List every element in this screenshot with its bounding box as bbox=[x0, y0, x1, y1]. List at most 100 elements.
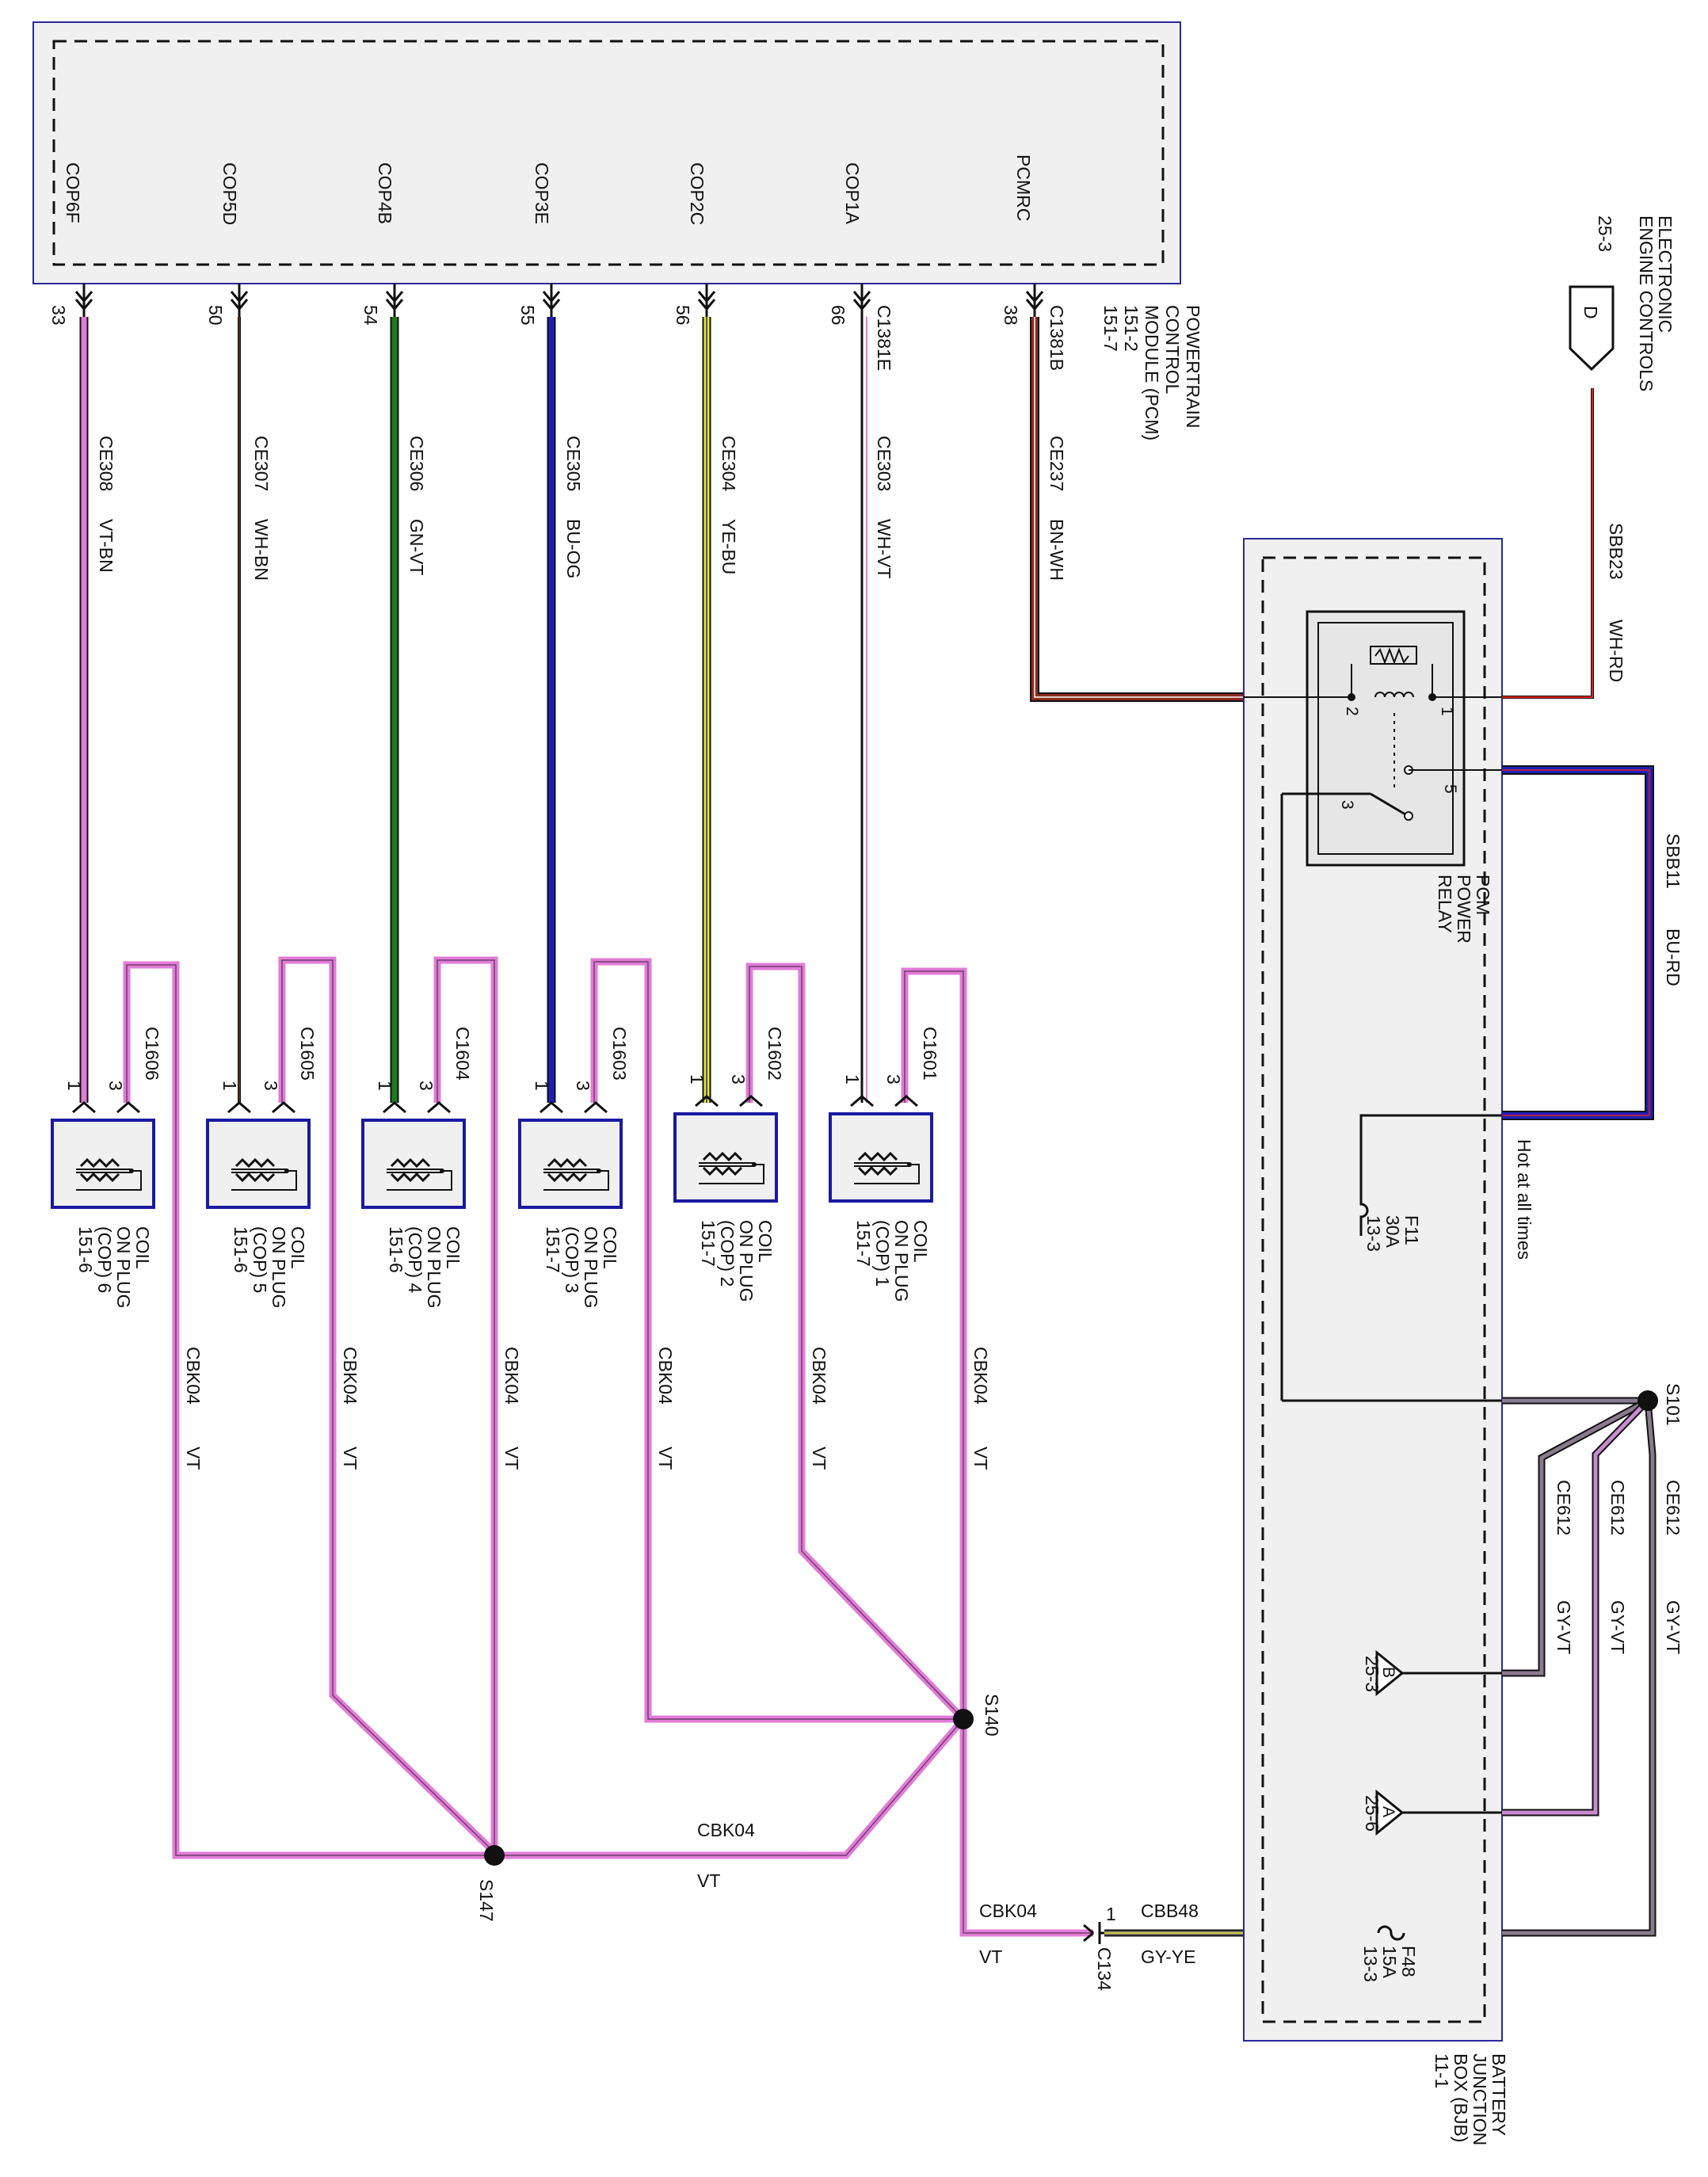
pcm-pin-cop1a: COP1A bbox=[842, 162, 863, 225]
svg-text:MODULE (PCM): MODULE (PCM) bbox=[1142, 305, 1162, 440]
pin-number-38: 38 bbox=[1001, 305, 1021, 326]
svg-text:13-3: 13-3 bbox=[1360, 1946, 1381, 1982]
svg-text:ON PLUG: ON PLUG bbox=[891, 1220, 912, 1302]
svg-text:15A: 15A bbox=[1379, 1946, 1400, 1979]
svg-text:2: 2 bbox=[1343, 707, 1361, 716]
svg-text:CE612: CE612 bbox=[1607, 1480, 1628, 1535]
pin-number-66: 66 bbox=[828, 305, 848, 326]
fuse-f11: F11 30A 13-3 Hot at all times bbox=[1359, 1114, 1535, 1260]
svg-text:GY-VT: GY-VT bbox=[1554, 1600, 1574, 1654]
coil-cop3 bbox=[518, 1101, 623, 1209]
svg-text:CBK04: CBK04 bbox=[183, 1347, 204, 1405]
svg-text:COIL: COIL bbox=[910, 1220, 931, 1263]
svg-text:CE305: CE305 bbox=[563, 436, 584, 491]
svg-text:3: 3 bbox=[728, 1074, 749, 1085]
svg-text:25-6: 25-6 bbox=[1362, 1795, 1382, 1832]
svg-text:VT: VT bbox=[340, 1447, 360, 1470]
svg-text:COIL: COIL bbox=[755, 1220, 776, 1263]
svg-text:CE306: CE306 bbox=[406, 436, 427, 491]
svg-text:ENGINE CONTROLS: ENGINE CONTROLS bbox=[1636, 215, 1657, 391]
svg-text:ON PLUG: ON PLUG bbox=[736, 1220, 757, 1302]
svg-text:GY-VT: GY-VT bbox=[1607, 1600, 1628, 1654]
splice-s140 bbox=[953, 1709, 974, 1729]
pin-number-50: 50 bbox=[205, 305, 226, 326]
hot-at-all-times: Hot at all times bbox=[1514, 1139, 1535, 1260]
svg-text:C1605: C1605 bbox=[297, 1027, 318, 1081]
splice-s147 bbox=[484, 1845, 505, 1866]
svg-text:5: 5 bbox=[1441, 784, 1459, 794]
svg-text:CBK04: CBK04 bbox=[809, 1347, 829, 1405]
svg-text:GY-YE: GY-YE bbox=[1141, 1946, 1195, 1967]
coil-cop4 bbox=[361, 1101, 466, 1209]
svg-text:BATTERY: BATTERY bbox=[1489, 2053, 1509, 2136]
svg-text:POWERTRAIN: POWERTRAIN bbox=[1183, 305, 1203, 428]
pcm-pin-cop4b: COP4B bbox=[375, 162, 395, 224]
svg-text:CBK04: CBK04 bbox=[501, 1347, 522, 1405]
svg-text:151-7: 151-7 bbox=[543, 1226, 563, 1273]
offpage-connector-d: D 25-3 ELECTRONIC ENGINE CONTROLS bbox=[1569, 215, 1676, 391]
fuse-f48: F48 15A 13-3 bbox=[1360, 1925, 1419, 1982]
coil-signal-wires bbox=[79, 317, 867, 1103]
svg-text:ON PLUG: ON PLUG bbox=[581, 1226, 601, 1309]
pin-number-56: 56 bbox=[673, 305, 693, 326]
svg-text:CE304: CE304 bbox=[719, 436, 739, 492]
svg-text:ON PLUG: ON PLUG bbox=[269, 1226, 289, 1309]
svg-text:CBK04: CBK04 bbox=[655, 1347, 676, 1405]
offpage-connector-b: B 25-3 bbox=[1362, 1649, 1502, 1697]
bjb-title: BATTERY JUNCTION BOX (BJB) 11-1 bbox=[1432, 2053, 1509, 2145]
svg-text:25-3: 25-3 bbox=[1595, 215, 1615, 252]
pcm-pin-labels: COP6F COP5D COP4B COP3E COP2C COP1A PCMR… bbox=[63, 154, 1034, 225]
svg-text:WH-VT: WH-VT bbox=[874, 519, 894, 578]
svg-text:F11: F11 bbox=[1401, 1215, 1422, 1245]
svg-text:(COP) 3: (COP) 3 bbox=[562, 1226, 582, 1293]
svg-text:151-7: 151-7 bbox=[853, 1220, 874, 1267]
pcm-pin-cop2c: COP2C bbox=[687, 162, 707, 225]
svg-text:A: A bbox=[1379, 1806, 1397, 1817]
pcm-power-relay: 1 2 3 5 PCM POWER RELAY bbox=[1244, 610, 1502, 1402]
splice-s147-label: S147 bbox=[476, 1879, 497, 1922]
pin-number-54: 54 bbox=[360, 305, 381, 326]
pcm-pin-numbers: 33 50 54 55 56 66 38 C1381E C1381B bbox=[48, 305, 1067, 371]
ground-wire-labels: CBK04 VT CBK04 VT CBK04 VT CBK04 VT CBK0… bbox=[183, 1347, 1037, 1967]
svg-text:C1604: C1604 bbox=[452, 1027, 473, 1081]
svg-text:CBB48: CBB48 bbox=[1141, 1901, 1199, 1921]
svg-text:1: 1 bbox=[1106, 1904, 1116, 1924]
svg-text:1: 1 bbox=[219, 1081, 240, 1091]
svg-text:CE308: CE308 bbox=[96, 436, 116, 491]
svg-text:CE612: CE612 bbox=[1554, 1480, 1574, 1535]
svg-text:VT-BN: VT-BN bbox=[96, 519, 116, 573]
svg-text:C134: C134 bbox=[1094, 1947, 1115, 1991]
svg-text:(COP) 4: (COP) 4 bbox=[405, 1226, 425, 1294]
connector-c1381b: C1381B bbox=[1047, 305, 1067, 371]
svg-text:C1603: C1603 bbox=[609, 1027, 630, 1081]
svg-text:VT: VT bbox=[697, 1870, 720, 1891]
svg-text:PCM: PCM bbox=[1473, 875, 1493, 915]
pcm-module bbox=[32, 21, 1181, 284]
pcm-pin-cop6f: COP6F bbox=[63, 162, 83, 223]
svg-text:CONTROL: CONTROL bbox=[1162, 305, 1183, 395]
svg-text:BU-OG: BU-OG bbox=[563, 519, 584, 578]
pcm-pin-cop3e: COP3E bbox=[532, 162, 552, 224]
svg-text:13-3: 13-3 bbox=[1363, 1215, 1384, 1252]
svg-text:BN-WH: BN-WH bbox=[1047, 519, 1067, 581]
coil-units bbox=[51, 1095, 933, 1209]
svg-text:B: B bbox=[1379, 1667, 1397, 1678]
coil-cop1 bbox=[829, 1095, 933, 1203]
svg-text:CBK04: CBK04 bbox=[697, 1820, 755, 1840]
svg-text:11-1: 11-1 bbox=[1432, 2053, 1452, 2088]
wire-ce303 bbox=[860, 317, 867, 1103]
coil-titles: COIL ON PLUG (COP) 6 151-6 COIL ON PLUG … bbox=[75, 1220, 931, 1309]
svg-text:3: 3 bbox=[261, 1081, 281, 1091]
pcm-pin-cop5d: COP5D bbox=[219, 162, 240, 225]
svg-text:CBK04: CBK04 bbox=[970, 1347, 991, 1405]
connector-c1381e: C1381E bbox=[874, 305, 894, 371]
svg-text:ELECTRONIC: ELECTRONIC bbox=[1655, 215, 1676, 333]
coil-cop2 bbox=[673, 1095, 778, 1203]
svg-text:YE-BU: YE-BU bbox=[719, 519, 739, 574]
svg-text:SBB23: SBB23 bbox=[1606, 523, 1626, 580]
svg-text:GY-VT: GY-VT bbox=[1663, 1600, 1683, 1654]
svg-text:WH-BN: WH-BN bbox=[251, 519, 272, 581]
svg-text:1: 1 bbox=[375, 1081, 395, 1091]
svg-text:WH-RD: WH-RD bbox=[1606, 620, 1626, 682]
